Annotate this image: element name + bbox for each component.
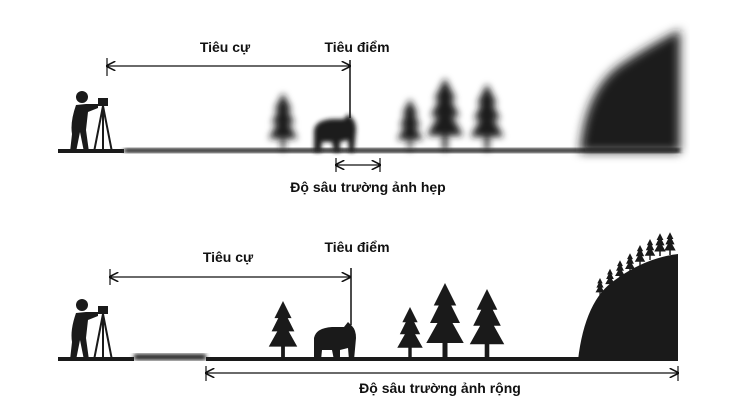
tree-icon [426, 283, 464, 358]
tree-icon [427, 78, 463, 150]
hill-icon [578, 254, 678, 360]
ground-sharp [58, 149, 124, 153]
ground-blurred [124, 148, 680, 153]
depth-label: Độ sâu trường ảnh rộng [359, 380, 521, 396]
depth-label: Độ sâu trường ảnh hẹp [290, 179, 445, 195]
tree-icon [268, 93, 298, 150]
photographer-icon [69, 90, 113, 153]
focal-point-label: Tiêu điểm [324, 39, 389, 55]
ground-sharp [58, 357, 134, 361]
hill-icon [580, 30, 680, 152]
blurred-trees [268, 78, 504, 150]
bottom-panel: Tiêu cự Tiêu điểm Độ sâu trường ảnh rộng [58, 232, 678, 396]
ground-blurred [134, 354, 206, 360]
focal-point-label: Tiêu điểm [324, 239, 389, 255]
bear-icon [314, 114, 356, 152]
tree-icon [470, 84, 504, 150]
tree-icon [397, 307, 423, 358]
focal-length-label: Tiêu cự [200, 39, 251, 55]
tree-icon [268, 301, 298, 358]
tree-icon [397, 99, 423, 150]
ground-in-focus [206, 357, 678, 361]
tree-icon [469, 289, 505, 358]
focal-length-label: Tiêu cự [203, 249, 254, 265]
top-panel: Tiêu cự Tiêu điểm Độ sâu trường ảnh hẹp [58, 30, 680, 195]
bear-icon [314, 322, 356, 360]
photographer-icon [69, 298, 113, 361]
